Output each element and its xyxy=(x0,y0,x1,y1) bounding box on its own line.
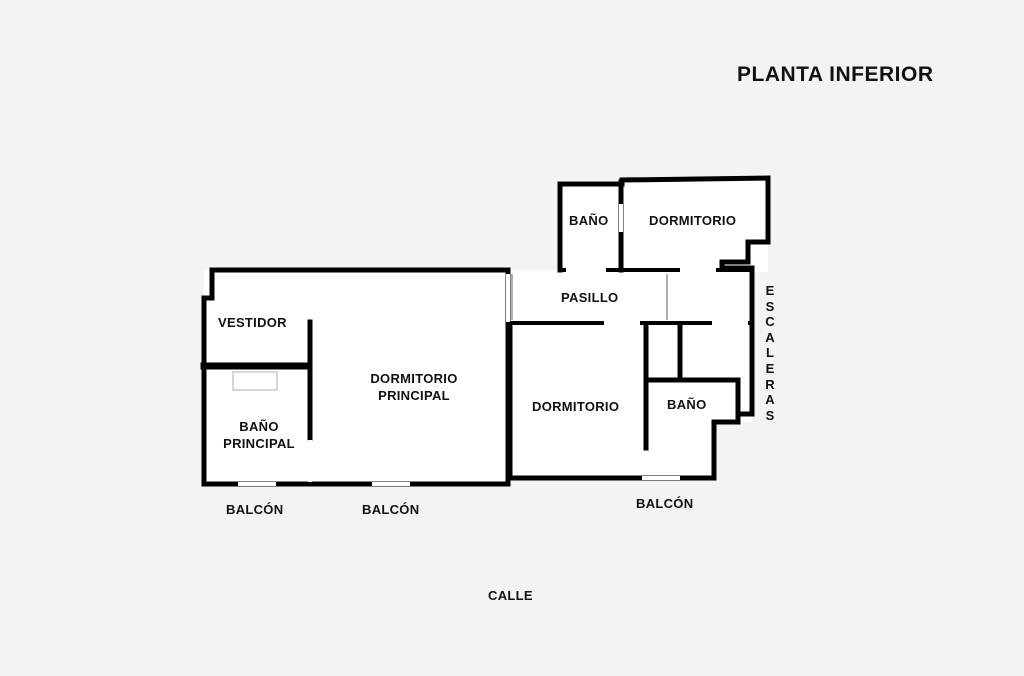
floor-main xyxy=(204,270,510,486)
bathtub xyxy=(232,371,278,391)
room-label-line: BAÑO xyxy=(239,419,279,434)
room-label-vestidor: VESTIDOR xyxy=(218,315,287,330)
room-label-bano-right: BAÑO xyxy=(667,397,707,412)
door-top-1 xyxy=(566,268,606,272)
balcon-label-left: BALCÓN xyxy=(226,502,284,517)
room-label-line: PRINCIPAL xyxy=(223,436,295,451)
room-label-bano-principal: BAÑO PRINCIPAL xyxy=(214,418,304,452)
wall-right-block xyxy=(507,321,741,481)
room-label-line: PRINCIPAL xyxy=(378,388,450,403)
window-dormitorio xyxy=(642,476,680,480)
door-top-2 xyxy=(680,268,716,272)
room-label-pasillo: PASILLO xyxy=(561,290,619,305)
room-label-bano-top: BAÑO xyxy=(569,213,609,228)
window-bano-principal xyxy=(238,482,276,486)
floor-top xyxy=(558,180,768,272)
stairs-label: ESCALERAS xyxy=(765,283,775,423)
room-label-dormitorio-principal: DORMITORIO PRINCIPAL xyxy=(360,370,468,404)
door-top-side xyxy=(619,204,623,232)
door-corridor-2 xyxy=(712,321,748,325)
floor-corridor xyxy=(510,270,752,324)
door-bano-principal xyxy=(308,440,312,482)
page-title: PLANTA INFERIOR xyxy=(737,63,934,86)
balcon-label-center: BALCÓN xyxy=(362,502,420,517)
room-label-dormitorio-top: DORMITORIO xyxy=(649,213,737,228)
door-main xyxy=(506,274,510,322)
room-label-dormitorio-mid: DORMITORIO xyxy=(532,399,620,414)
wall-left-block xyxy=(201,267,511,487)
street-label: CALLE xyxy=(488,588,533,603)
window-dormitorio-principal xyxy=(372,482,410,486)
door-corridor-1 xyxy=(604,321,640,325)
room-label-line: DORMITORIO xyxy=(370,371,458,386)
balcon-label-right: BALCÓN xyxy=(636,496,694,511)
wall-top-block xyxy=(557,175,771,273)
